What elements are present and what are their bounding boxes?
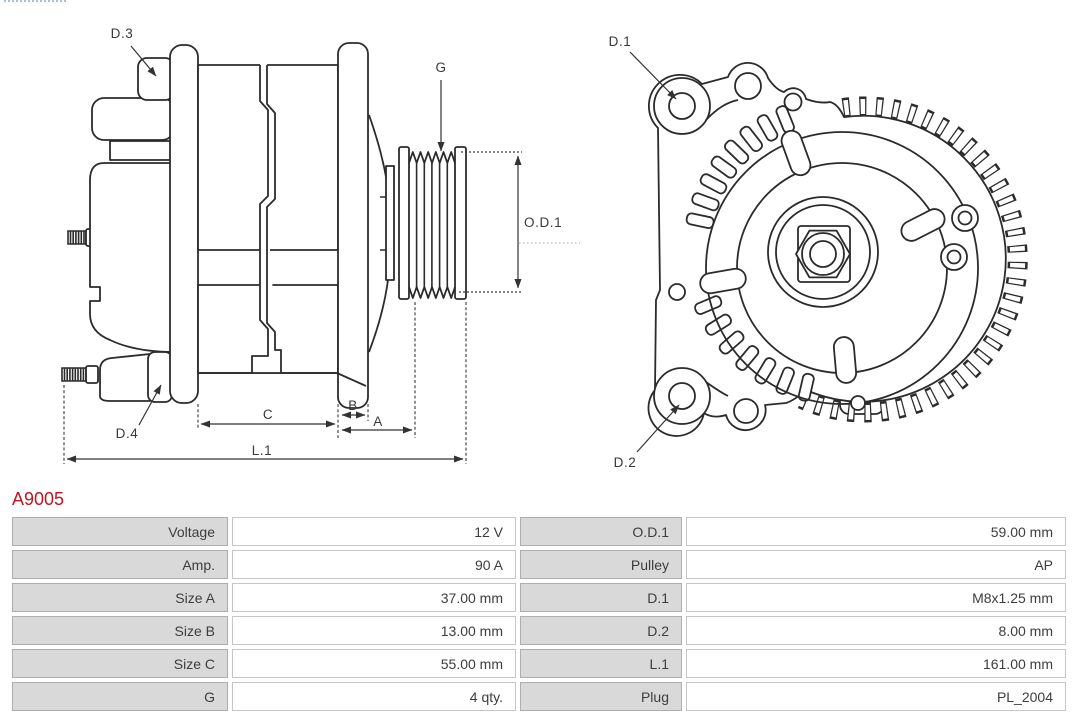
page-top-artifact — [4, 0, 66, 2]
spec-value: 13.00 mm — [232, 616, 516, 645]
spec-label: Voltage — [12, 517, 228, 546]
spec-label: Size C — [12, 649, 228, 678]
dim-label-b: B — [348, 398, 358, 413]
spec-label: O.D.1 — [520, 517, 682, 546]
spec-label: Size B — [12, 616, 228, 645]
spec-label: Size A — [12, 583, 228, 612]
technical-drawing: D.3 G O.D.1 D.4 C B A L.1 — [61, 26, 1028, 470]
front-view-drawing: D.1 D.2 — [609, 34, 1028, 470]
dim-label-g: G — [435, 60, 446, 75]
spec-value: AP — [686, 550, 1066, 579]
spec-label: Pulley — [520, 550, 682, 579]
spec-value: M8x1.25 mm — [686, 583, 1066, 612]
spec-value: 90 A — [232, 550, 516, 579]
side-view-drawing: D.3 G O.D.1 D.4 C B A L.1 — [61, 26, 580, 464]
dim-label-c: C — [263, 407, 273, 422]
spec-label: L.1 — [520, 649, 682, 678]
spec-value: 4 qty. — [232, 682, 516, 711]
dim-label-a: A — [373, 414, 383, 429]
spec-label: Plug — [520, 682, 682, 711]
spec-value: 55.00 mm — [232, 649, 516, 678]
spec-value: 161.00 mm — [686, 649, 1066, 678]
spec-value: 12 V — [232, 517, 516, 546]
spec-value: PL_2004 — [686, 682, 1066, 711]
dim-label-d4: D.4 — [116, 426, 139, 441]
dim-label-d2: D.2 — [614, 455, 637, 470]
spec-value: 37.00 mm — [232, 583, 516, 612]
dim-label-d3: D.3 — [111, 26, 134, 41]
dim-label-d1: D.1 — [609, 34, 632, 49]
spec-table: Voltage 12 V O.D.1 59.00 mm Amp. 90 A Pu… — [12, 517, 1066, 711]
dim-label-l1: L.1 — [252, 443, 273, 458]
spec-label: Amp. — [12, 550, 228, 579]
spec-label: D.1 — [520, 583, 682, 612]
spec-value: 59.00 mm — [686, 517, 1066, 546]
dim-label-od1: O.D.1 — [524, 215, 562, 230]
spec-label: G — [12, 682, 228, 711]
part-number: A9005 — [12, 489, 65, 509]
spec-label: D.2 — [520, 616, 682, 645]
spec-value: 8.00 mm — [686, 616, 1066, 645]
